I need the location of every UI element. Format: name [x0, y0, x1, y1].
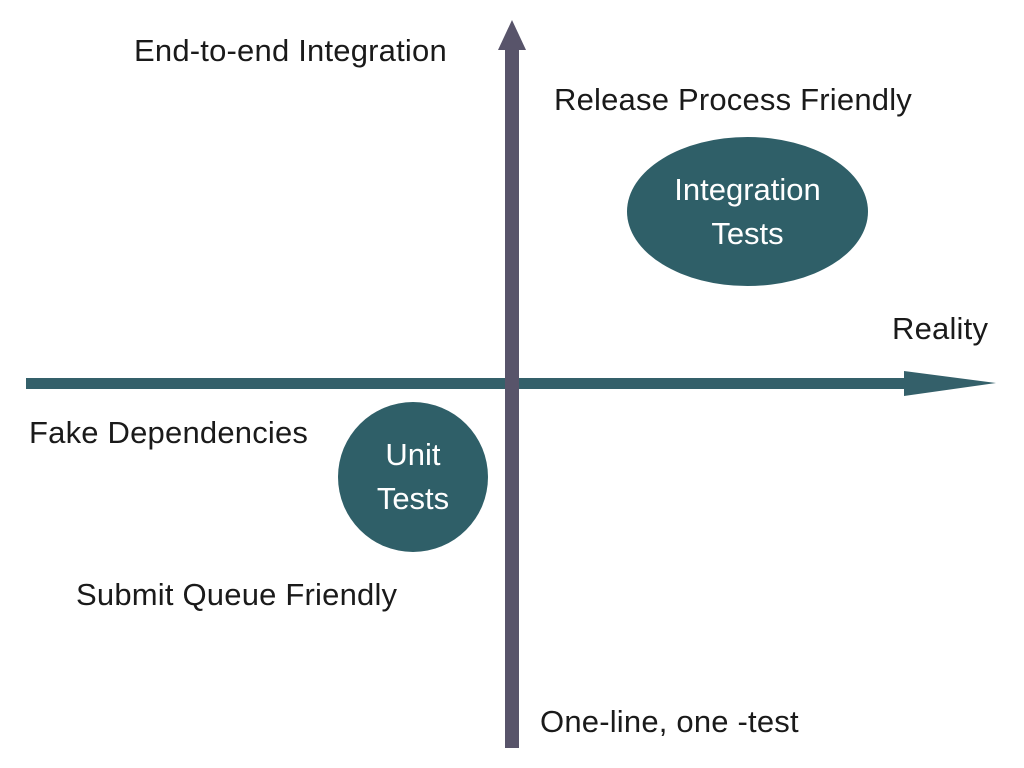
vertical-axis-line — [505, 50, 519, 748]
integration-tests-bubble: Integration Tests — [627, 137, 868, 286]
vertical-axis-arrowhead — [498, 20, 526, 50]
unit-tests-bubble: Unit Tests — [338, 402, 488, 552]
integration-tests-line1: Integration — [674, 171, 821, 207]
axis-label-bottom: One-line, one -test — [540, 704, 799, 739]
axis-label-left: Fake Dependencies — [29, 415, 309, 450]
integration-tests-line2: Tests — [711, 215, 784, 251]
axis-label-top: End-to-end Integration — [134, 33, 447, 68]
axis-label-right: Reality — [892, 311, 989, 346]
horizontal-axis-arrowhead — [904, 371, 996, 396]
unit-tests-line2: Tests — [376, 481, 450, 516]
quadrant-label-lower-left: Submit Queue Friendly — [76, 577, 398, 612]
unit-tests-line1: Unit — [385, 437, 441, 472]
quadrant-label-upper-right: Release Process Friendly — [554, 82, 913, 117]
horizontal-axis-line — [26, 378, 906, 389]
